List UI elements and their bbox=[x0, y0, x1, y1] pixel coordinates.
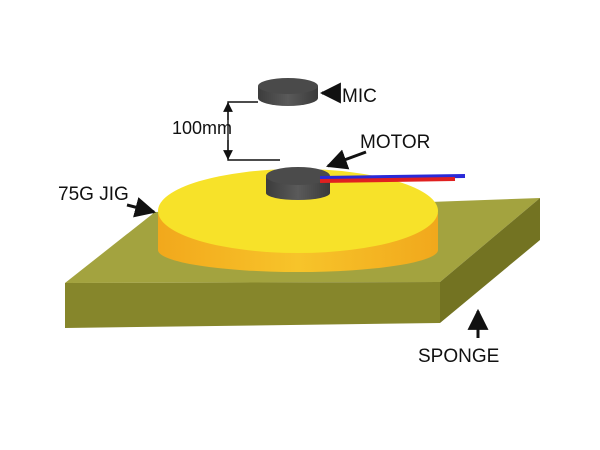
motor-wire-blue bbox=[319, 174, 466, 180]
motor-label: MOTOR bbox=[360, 132, 430, 153]
sponge-front-face bbox=[65, 282, 440, 328]
jig-label: 75G JIG bbox=[58, 184, 129, 205]
motor-pointer-arrow bbox=[326, 149, 367, 170]
pointer-arrows bbox=[126, 82, 489, 338]
jig-disc bbox=[158, 169, 438, 272]
mic-top bbox=[258, 78, 318, 94]
sponge-side-face bbox=[440, 198, 540, 323]
sponge-label: SPONGE bbox=[418, 346, 499, 367]
motor-top bbox=[266, 167, 330, 185]
distance-dimension bbox=[223, 101, 280, 161]
motor-wire-red bbox=[319, 177, 456, 183]
mic bbox=[258, 78, 318, 106]
jig-top-face bbox=[158, 169, 438, 253]
dimension-bracket bbox=[227, 101, 280, 161]
distance-label: 100mm bbox=[172, 118, 232, 138]
jig-pointer-arrow bbox=[126, 197, 157, 218]
motor bbox=[266, 167, 466, 200]
mic-label: MIC bbox=[342, 86, 377, 107]
